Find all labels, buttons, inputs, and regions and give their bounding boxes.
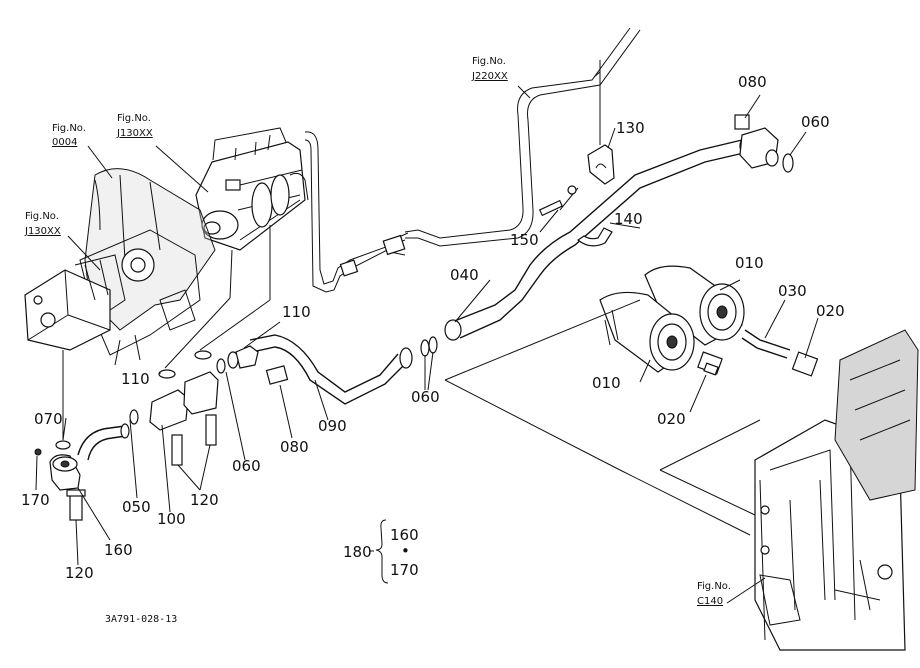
part-label-100: 100	[157, 510, 186, 528]
fig-ref-c140-prefix: Fig.No.	[697, 581, 731, 592]
set-group-label: 180	[343, 543, 372, 561]
part-label-060-lower: 060	[232, 457, 261, 475]
diagram-code: 3A791-028-13	[105, 614, 177, 625]
filter-adaptors	[697, 329, 819, 377]
leader-lines	[62, 60, 601, 440]
hydraulic-pump	[195, 127, 309, 251]
fig-ref-0004-prefix: Fig.No.	[52, 123, 86, 134]
part-label-060-top: 060	[801, 113, 830, 131]
part-label-050: 050	[122, 498, 151, 516]
engine-block	[79, 168, 216, 366]
set-group: 180 160 • 170	[343, 526, 419, 579]
set-group-separator: •	[401, 542, 410, 560]
part-label-160: 160	[104, 541, 133, 559]
set-group-bracket	[369, 519, 389, 584]
upper-return-pipe	[304, 27, 641, 293]
set-group-item-2: 170	[390, 561, 419, 579]
part-label-010-upper: 010	[735, 254, 764, 272]
transmission-housing	[444, 299, 919, 651]
left-pump	[24, 254, 126, 351]
part-number-labels: 010 010 020 020 030 040 050 060 060 060 …	[21, 73, 845, 582]
part-label-150: 150	[510, 231, 539, 249]
label-leaders	[35, 85, 819, 604]
part-label-010-lower: 010	[592, 374, 621, 392]
figure-references: Fig.No. 0004 Fig.No. J130XX Fig.No. J130…	[24, 56, 731, 607]
part-label-110-left: 110	[121, 370, 150, 388]
fig-ref-j130-pump-prefix: Fig.No.	[117, 113, 151, 124]
part-label-060-middle: 060	[411, 388, 440, 406]
part-label-120-lower: 120	[65, 564, 94, 582]
part-label-110-upper: 110	[282, 303, 311, 321]
part-label-020-lower: 020	[657, 410, 686, 428]
oil-filters	[599, 265, 745, 373]
part-label-090: 090	[318, 417, 347, 435]
fig-ref-j130-left-number: J130XX	[24, 226, 61, 237]
clamp-parts	[538, 144, 615, 247]
part-label-040: 040	[450, 266, 479, 284]
part-label-120-right: 120	[190, 491, 219, 509]
part-label-170: 170	[21, 491, 50, 509]
part-label-140: 140	[614, 210, 643, 228]
part-label-080-lower: 080	[280, 438, 309, 456]
fig-ref-j130-pump-number: J130XX	[116, 128, 153, 139]
part-label-030: 030	[778, 282, 807, 300]
lower-fittings	[34, 345, 289, 521]
part-label-130: 130	[616, 119, 645, 137]
set-group-item-1: 160	[390, 526, 419, 544]
pipe-090	[249, 334, 438, 405]
fitting-080-top	[734, 114, 794, 173]
fig-ref-j220-prefix: Fig.No.	[472, 56, 506, 67]
fig-ref-0004-number: 0004	[52, 137, 77, 148]
fig-ref-j220-number: J220XX	[471, 71, 508, 82]
fig-ref-j130-left-prefix: Fig.No.	[25, 211, 59, 222]
part-label-070: 070	[34, 410, 63, 428]
part-label-080-top: 080	[738, 73, 767, 91]
fig-ref-c140-number: C140	[697, 596, 723, 607]
part-label-020-right: 020	[816, 302, 845, 320]
